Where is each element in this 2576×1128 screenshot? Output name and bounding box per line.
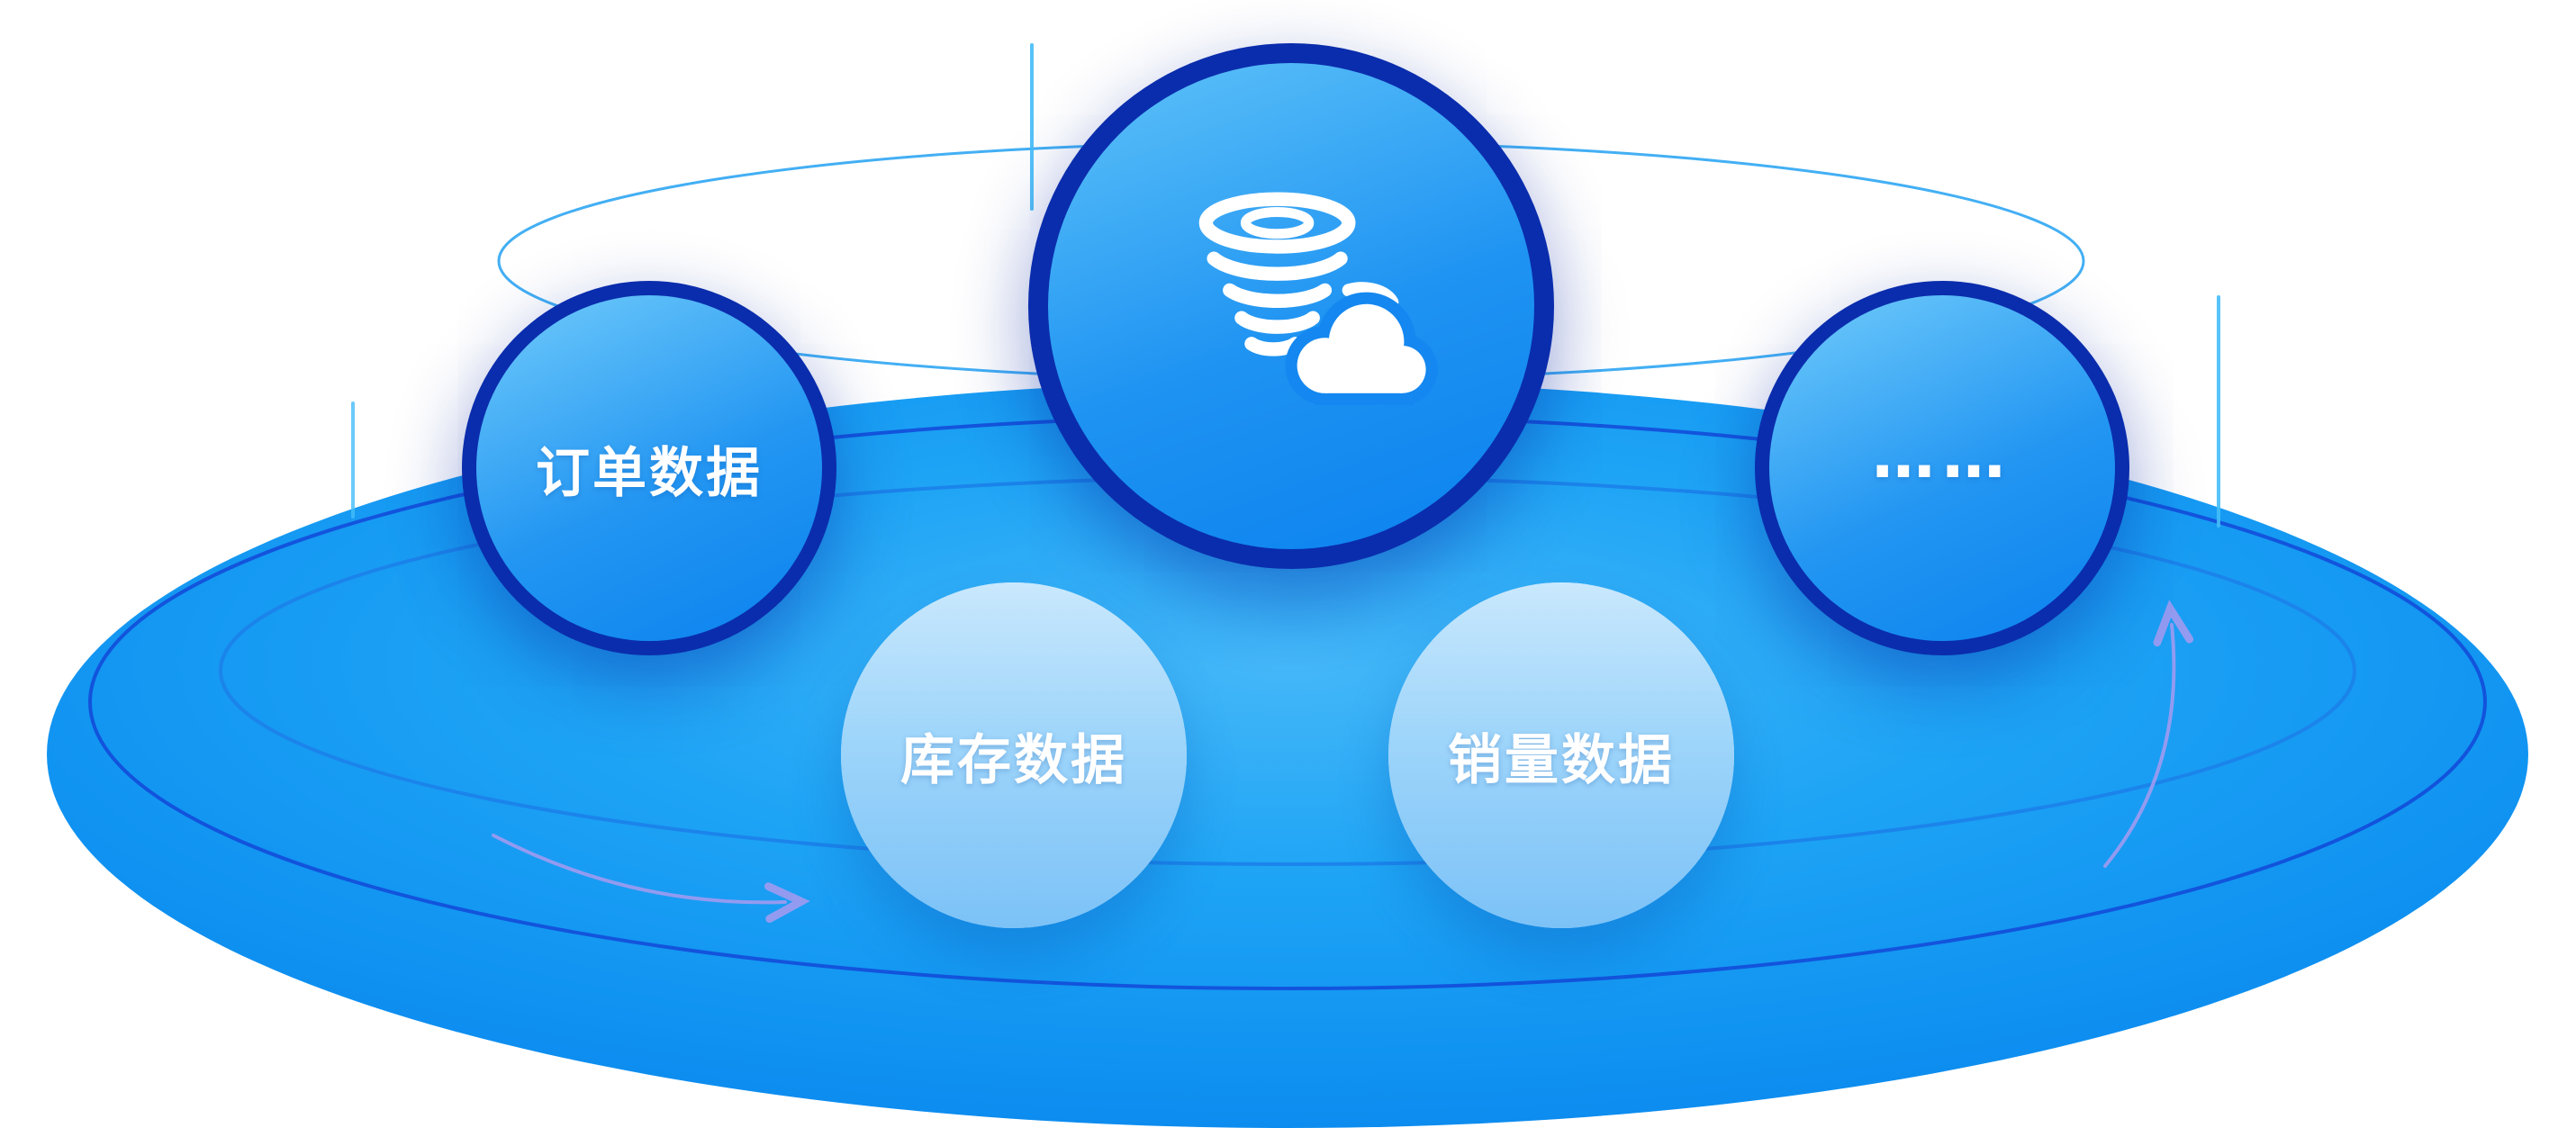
node-more-face: …… [1769, 295, 2115, 641]
node-sales-face: 销量数据 [1388, 582, 1734, 928]
node-more-label: …… [1872, 419, 2012, 492]
hub-node-face [1048, 63, 1534, 549]
node-sales-label: 销量数据 [1448, 728, 1675, 792]
database-cloud-icon [1198, 192, 1438, 405]
node-sales: 销量数据 [1388, 582, 1734, 928]
node-orders: 订单数据 [462, 281, 836, 655]
node-inventory-label: 库存数据 [900, 728, 1127, 792]
rotation-arrow-left [492, 834, 810, 924]
node-inventory: 库存数据 [841, 582, 1187, 928]
node-inventory-face: 库存数据 [841, 582, 1187, 928]
node-orders-face: 订单数据 [476, 295, 822, 641]
node-orders-label: 订单数据 [536, 441, 763, 505]
node-more: …… [1755, 281, 2129, 655]
hub-node [1028, 43, 1554, 569]
rotation-arrow-right [2103, 600, 2194, 868]
